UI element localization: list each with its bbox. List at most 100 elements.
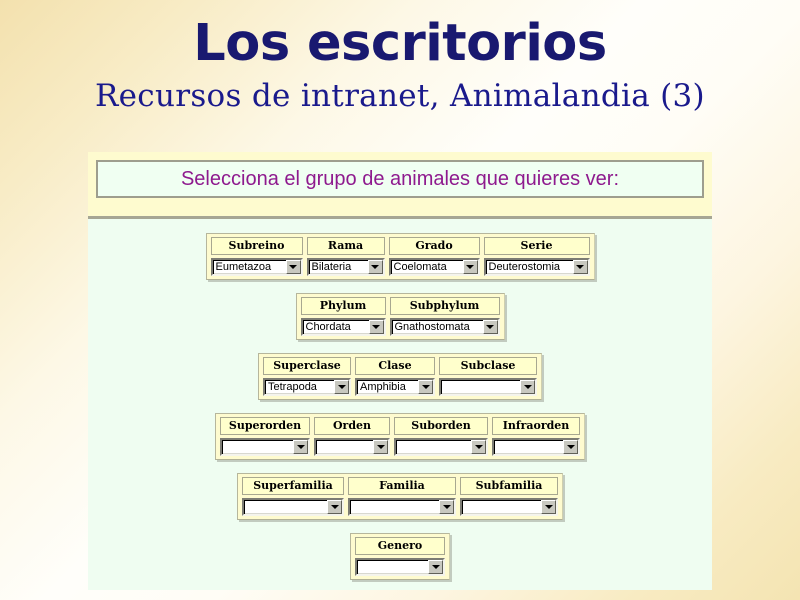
- select-subphylum[interactable]: Gnathostomata: [389, 318, 500, 336]
- chevron-down-icon[interactable]: [368, 320, 384, 334]
- select-value-phylum: Chordata: [305, 321, 351, 333]
- select-superclase[interactable]: Tetrapoda: [263, 378, 351, 396]
- chevron-down-glyph: [372, 325, 380, 329]
- chevron-down-icon[interactable]: [572, 260, 588, 274]
- select-clase[interactable]: Amphibia: [355, 378, 435, 396]
- rank-label-genero: Genero: [355, 537, 445, 555]
- rank-cell-genero: Genero: [353, 536, 447, 577]
- select-wrap: [355, 558, 445, 576]
- select-wrap: Coelomata: [388, 258, 480, 276]
- select-infraorden[interactable]: [492, 438, 580, 456]
- select-value-rama: Bilateria: [311, 261, 352, 273]
- chevron-down-glyph: [523, 385, 532, 389]
- chevron-down-icon[interactable]: [520, 380, 535, 394]
- select-rama[interactable]: Bilateria: [306, 258, 385, 276]
- select-value-subreino: Eumetazoa: [215, 261, 272, 273]
- rank-cell-superorden: Superorden: [218, 416, 312, 457]
- rank-label-subclase: Subclase: [439, 357, 537, 375]
- instruction-banner: Selecciona el grupo de animales que quie…: [88, 152, 712, 216]
- select-wrap: Bilateria: [306, 258, 385, 276]
- banner-divider: [88, 216, 712, 219]
- chevron-down-glyph: [566, 445, 575, 449]
- chevron-down-icon[interactable]: [482, 320, 498, 334]
- chevron-down-icon[interactable]: [327, 500, 342, 514]
- select-wrap: [439, 378, 537, 396]
- rank-label-subfamilia: Subfamilia: [460, 477, 558, 495]
- rank-label-serie: Serie: [483, 237, 590, 255]
- chevron-down-glyph: [431, 565, 440, 569]
- chevron-down-glyph: [421, 385, 430, 389]
- rank-label-grado: Grado: [388, 237, 480, 255]
- row-genero: Genero: [0, 533, 800, 580]
- rank-label-infraorden: Infraorden: [492, 417, 580, 435]
- chevron-down-glyph: [289, 265, 297, 269]
- select-value-superclase: Tetrapoda: [268, 381, 317, 393]
- select-genero[interactable]: [355, 558, 445, 576]
- select-wrap: [242, 498, 344, 516]
- chevron-down-icon[interactable]: [439, 500, 454, 514]
- select-wrap: [492, 438, 580, 456]
- rank-cell-suborden: Suborden: [392, 416, 490, 457]
- chevron-down-icon[interactable]: [563, 440, 578, 454]
- select-value-subphylum: Gnathostomata: [394, 321, 470, 333]
- chevron-down-icon[interactable]: [334, 380, 349, 394]
- select-superfamilia[interactable]: [242, 498, 344, 516]
- select-wrap: [460, 498, 558, 516]
- chevron-down-glyph: [371, 265, 379, 269]
- select-value-grado: Coelomata: [393, 261, 447, 273]
- chevron-down-glyph: [376, 445, 385, 449]
- rank-label-suborden: Suborden: [394, 417, 488, 435]
- rank-cell-familia: Familia: [346, 476, 458, 517]
- chevron-down-icon[interactable]: [428, 560, 443, 574]
- page-title: Los escritorios: [193, 14, 607, 73]
- select-subfamilia[interactable]: [460, 498, 558, 516]
- chevron-down-icon[interactable]: [418, 380, 433, 394]
- rank-cell-infraorden: Infraorden: [490, 416, 582, 457]
- chevron-down-icon[interactable]: [293, 440, 308, 454]
- select-subreino[interactable]: Eumetazoa: [210, 258, 303, 276]
- chevron-down-glyph: [296, 445, 305, 449]
- chevron-down-icon[interactable]: [541, 500, 556, 514]
- taxonomy-panel: [88, 219, 712, 590]
- rank-label-phylum: Phylum: [300, 297, 386, 315]
- rank-cell-orden: Orden: [312, 416, 392, 457]
- chevron-down-icon[interactable]: [373, 440, 388, 454]
- select-wrap: Eumetazoa: [210, 258, 303, 276]
- chevron-down-icon[interactable]: [471, 440, 486, 454]
- select-suborden[interactable]: [394, 438, 488, 456]
- select-superorden[interactable]: [220, 438, 310, 456]
- rank-label-clase: Clase: [355, 357, 435, 375]
- select-wrap: [220, 438, 310, 456]
- chevron-down-icon[interactable]: [367, 260, 383, 274]
- chevron-down-icon[interactable]: [285, 260, 301, 274]
- select-serie[interactable]: Deuterostomia: [483, 258, 590, 276]
- chevron-down-glyph: [466, 265, 474, 269]
- select-grado[interactable]: Coelomata: [388, 258, 480, 276]
- rank-cell-subfamilia: Subfamilia: [458, 476, 560, 517]
- chevron-down-icon[interactable]: [462, 260, 478, 274]
- select-subclase[interactable]: [439, 378, 537, 396]
- select-orden[interactable]: [314, 438, 390, 456]
- chevron-down-glyph: [486, 325, 494, 329]
- title-block: Los escritorios Recursos de intranet, An…: [0, 0, 800, 112]
- select-phylum[interactable]: Chordata: [300, 318, 386, 336]
- rank-label-rama: Rama: [306, 237, 385, 255]
- chevron-down-glyph: [544, 505, 553, 509]
- rank-label-orden: Orden: [314, 417, 390, 435]
- chevron-down-glyph: [337, 385, 346, 389]
- rank-table: Genero: [350, 533, 450, 580]
- select-familia[interactable]: [348, 498, 456, 516]
- rank-label-superorden: Superorden: [220, 417, 310, 435]
- select-wrap: [348, 498, 456, 516]
